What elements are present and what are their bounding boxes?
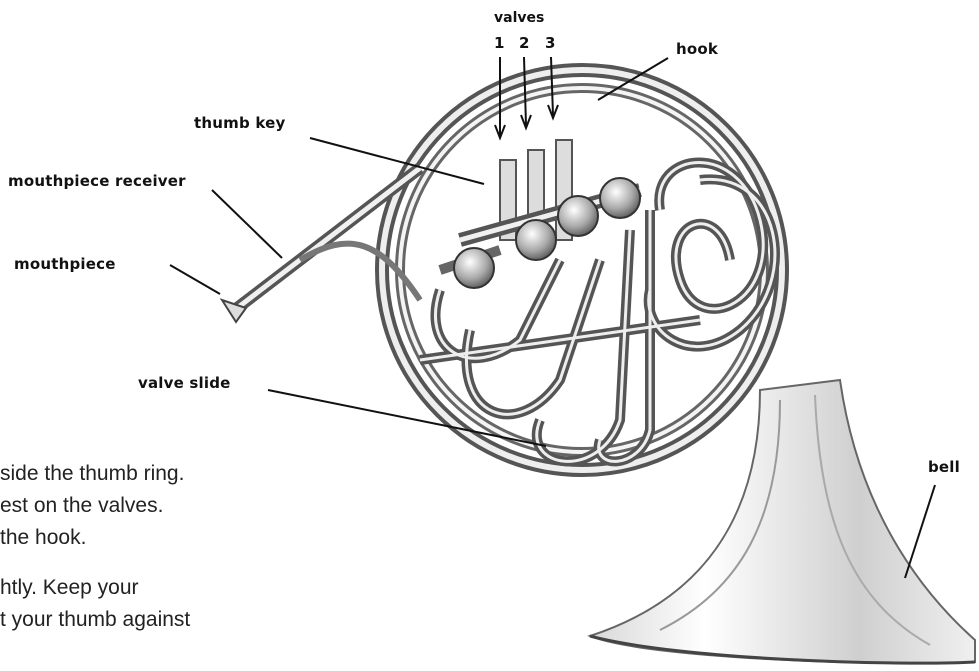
mouthpiece-label: mouthpiece (14, 255, 116, 273)
body-line-3: the hook. (0, 526, 86, 550)
body-line-5: t your thumb against (0, 608, 190, 632)
bell-label: bell (928, 458, 960, 476)
valve-1-label: 1 (494, 34, 504, 52)
valve-3-label: 3 (545, 34, 555, 52)
mouthpiece-receiver-label: mouthpiece receiver (8, 172, 186, 190)
valves-label: valves (494, 10, 544, 26)
hook-label: hook (676, 40, 718, 58)
body-line-4: htly. Keep your (0, 576, 139, 600)
thumb-key-label: thumb key (194, 114, 285, 132)
valve-2-label: 2 (519, 34, 529, 52)
body-line-2: est on the valves. (0, 494, 163, 518)
body-line-1: side the thumb ring. (0, 462, 184, 486)
valve-slide-label: valve slide (138, 374, 231, 392)
